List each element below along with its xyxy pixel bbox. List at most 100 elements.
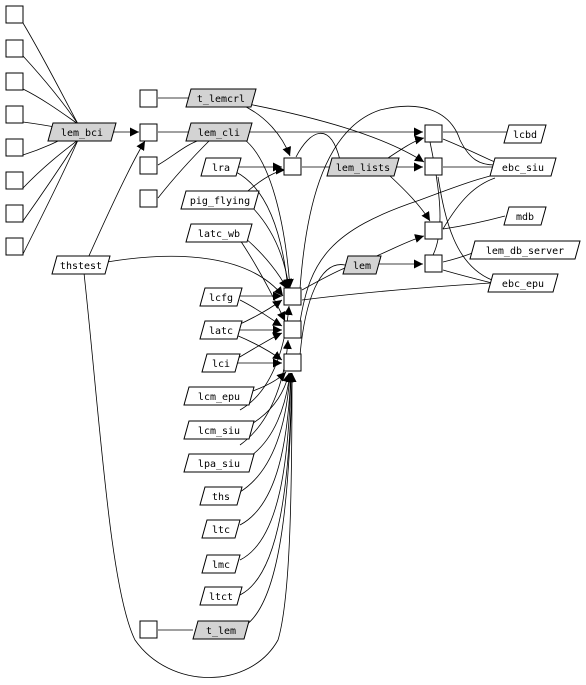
node-label: latc_wb bbox=[198, 229, 240, 240]
node-shape bbox=[469, 240, 581, 260]
edge bbox=[442, 177, 496, 230]
node-shape bbox=[183, 420, 255, 440]
node-label: lra bbox=[212, 163, 230, 174]
node-label: t_lem bbox=[206, 626, 236, 637]
node-t_lemcrl: t_lemcrl bbox=[185, 88, 257, 108]
node-shape bbox=[183, 386, 255, 406]
node-label: ebc_epu bbox=[502, 279, 544, 290]
graph-node-box bbox=[139, 156, 158, 175]
node-shape bbox=[47, 122, 117, 142]
node-shape bbox=[180, 190, 260, 210]
node-ltct: ltct bbox=[199, 586, 243, 606]
edge bbox=[249, 204, 293, 289]
node-lcm_epu: lcm_epu bbox=[183, 386, 255, 406]
node-label: lem bbox=[353, 261, 371, 272]
node-ebc_epu: ebc_epu bbox=[487, 273, 559, 293]
graph-node-box bbox=[5, 171, 24, 190]
edge bbox=[239, 372, 294, 493]
graph-node-box bbox=[424, 254, 443, 273]
edge bbox=[237, 332, 283, 359]
edge bbox=[237, 299, 283, 326]
edge bbox=[429, 141, 441, 256]
edge bbox=[22, 139, 79, 222]
edge bbox=[239, 372, 296, 561]
edge bbox=[247, 103, 425, 163]
edge bbox=[22, 22, 79, 125]
graph-node-box bbox=[139, 123, 158, 142]
graph-node-box bbox=[5, 204, 24, 223]
edge bbox=[442, 215, 506, 230]
graph-node-box bbox=[5, 138, 24, 157]
edge bbox=[22, 139, 79, 255]
node-shape bbox=[199, 586, 243, 606]
node-label: thstest bbox=[60, 261, 102, 272]
edge bbox=[299, 264, 346, 356]
node-label: lci bbox=[212, 359, 230, 370]
node-shape bbox=[487, 273, 559, 293]
edge bbox=[239, 339, 292, 446]
edge bbox=[299, 105, 496, 290]
edge bbox=[106, 255, 284, 297]
node-label: lpa_siu bbox=[198, 459, 240, 470]
node-lcbd: lcbd bbox=[503, 124, 547, 144]
graph-node-box bbox=[5, 72, 24, 91]
node-ebc_siu: ebc_siu bbox=[489, 157, 557, 177]
node-shape bbox=[185, 122, 253, 142]
node-lem_bci: lem_bci bbox=[47, 122, 117, 142]
node-mdb: mdb bbox=[503, 206, 547, 226]
graph-node-box bbox=[283, 157, 302, 176]
node-shape bbox=[503, 124, 547, 144]
graph-node-box bbox=[5, 237, 24, 256]
node-ths: ths bbox=[199, 486, 243, 506]
edge bbox=[301, 282, 491, 301]
edge bbox=[239, 239, 286, 322]
graph-node-box bbox=[139, 89, 158, 108]
graph-node-box bbox=[424, 124, 443, 143]
edge bbox=[389, 175, 431, 222]
node-shape bbox=[192, 620, 250, 640]
graph-node-box bbox=[424, 157, 443, 176]
node-label: mdb bbox=[516, 212, 534, 223]
edge bbox=[83, 272, 297, 678]
edge bbox=[301, 267, 346, 291]
edge bbox=[299, 174, 496, 323]
box-nodes bbox=[5, 5, 443, 639]
node-shape bbox=[199, 287, 243, 307]
node-shape bbox=[489, 157, 557, 177]
label-nodes: t_lemcrl lem_bci lem_cli lra lem_lists p… bbox=[47, 88, 581, 640]
node-lmc: lmc bbox=[201, 554, 241, 574]
node-shape bbox=[201, 554, 241, 574]
node-label: lem_bci bbox=[61, 128, 103, 139]
edge bbox=[442, 269, 493, 284]
graph-node-box bbox=[139, 189, 158, 208]
edge bbox=[22, 55, 79, 125]
node-shape bbox=[342, 255, 382, 275]
node-label: t_lemcrl bbox=[197, 94, 245, 105]
edge bbox=[249, 372, 292, 426]
graph-node-box bbox=[283, 287, 302, 306]
edge bbox=[235, 334, 283, 361]
node-label: ltc bbox=[212, 525, 230, 536]
node-lem_db_server: lem_db_server bbox=[469, 240, 581, 260]
edge bbox=[442, 138, 496, 163]
graph-node-box bbox=[139, 620, 158, 639]
edge bbox=[22, 88, 79, 125]
edge bbox=[22, 139, 79, 189]
edge bbox=[437, 176, 493, 281]
edge bbox=[87, 140, 146, 259]
node-lra: lra bbox=[200, 157, 242, 177]
node-shape bbox=[185, 223, 253, 243]
node-label: ltct bbox=[209, 592, 233, 603]
node-label: latc bbox=[209, 326, 233, 337]
node-label: lcm_epu bbox=[198, 392, 240, 403]
graph-node-box bbox=[283, 353, 302, 372]
edge bbox=[22, 139, 61, 156]
node-thstest: thstest bbox=[51, 255, 111, 275]
node-shape bbox=[199, 486, 243, 506]
node-shape bbox=[51, 255, 111, 275]
node-shape bbox=[183, 453, 255, 473]
node-label: lcm_siu bbox=[198, 426, 240, 437]
graph-node-box bbox=[5, 39, 24, 58]
node-t_lem: t_lem bbox=[192, 620, 250, 640]
